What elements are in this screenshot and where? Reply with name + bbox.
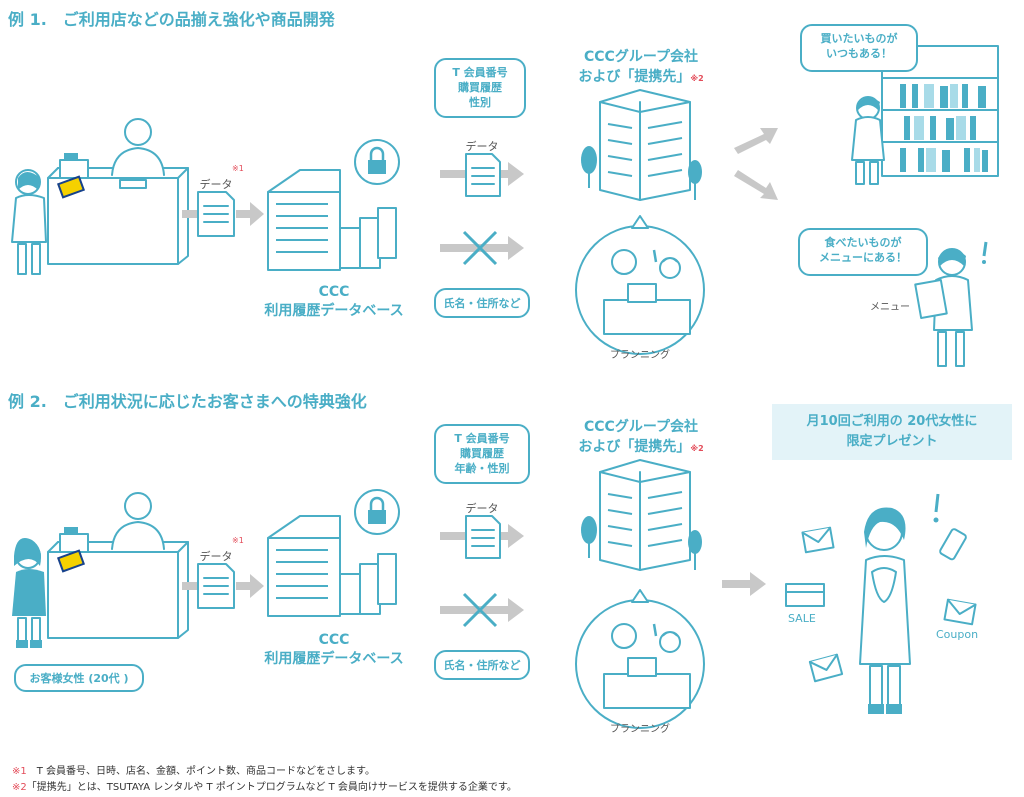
- planning-label-1: プランニング: [610, 350, 670, 361]
- planning-scene-2: [575, 589, 705, 729]
- database-label-1: CCC 利用履歴データベース: [244, 284, 424, 320]
- group-note-mark: ※2: [690, 444, 704, 453]
- speech-line: いつもある！: [826, 47, 892, 60]
- store-counter-scene-1: [11, 118, 189, 275]
- speech-bubble-menu: 食べたいものが メニューにある！: [798, 228, 928, 276]
- present-line: 月10回ご利用の 20代女性に: [806, 414, 978, 429]
- sale-card-icon: [785, 583, 825, 607]
- database-line2: 利用履歴データベース: [264, 303, 404, 319]
- database-server-icon-2: [267, 489, 400, 617]
- document-icon-4: [465, 515, 501, 559]
- woman-with-menu-icon: [914, 241, 988, 367]
- speech-bubble-bookshelf: 買いたいものが いつもある！: [800, 24, 918, 72]
- envelope-icon-1: [801, 526, 835, 554]
- bubble-line: 性別: [469, 96, 491, 109]
- coupon-label: Coupon: [936, 628, 979, 641]
- footnote-1: ※1 T 会員番号、日時、店名、金額、ポイント数、商品コードなどをさします。: [12, 762, 375, 777]
- footnote-text: T 会員番号、日時、店名、金額、ポイント数、商品コードなどをさします。: [26, 766, 376, 777]
- data-note-mark-1: ※1: [232, 164, 244, 173]
- footnote-2: ※2「提携先」とは、TSUTAYA レンタルや T ポイントプログラムなど T …: [12, 778, 517, 793]
- data-note-mark-3: ※1: [232, 536, 244, 545]
- data-label-2: データ: [465, 140, 499, 153]
- footnote-mark: ※1: [12, 766, 27, 777]
- envelope-icon-3: [808, 653, 844, 683]
- present-banner: 月10回ご利用の 20代女性に 限定プレゼント: [772, 404, 1012, 460]
- store-counter-scene-2: [12, 492, 189, 648]
- database-server-icon-1: [267, 139, 400, 271]
- group-line2: および「提携先」: [578, 439, 691, 455]
- group-line2: および「提携先」: [578, 69, 691, 85]
- group-line1: CCCグループ会社: [584, 419, 698, 435]
- database-line1: CCC: [318, 284, 350, 300]
- planning-label-2: プランニング: [610, 724, 670, 735]
- group-note-mark: ※2: [690, 74, 704, 83]
- data-label-1: データ: [199, 178, 233, 191]
- database-line2: 利用履歴データベース: [264, 651, 404, 667]
- bubble-line: T 会員番号: [452, 66, 508, 79]
- envelope-icon-2: [943, 598, 977, 626]
- group-company-label-1: CCCグループ会社 および「提携先」※2: [556, 46, 726, 86]
- happy-woman-icon: [859, 493, 940, 714]
- data-label-3: データ: [199, 550, 233, 563]
- group-line1: CCCグループ会社: [584, 49, 698, 65]
- data-items-bubble-1: T 会員番号 購買履歴 性別: [434, 58, 526, 118]
- footnote-text: 「提携先」とは、TSUTAYA レンタルや T ポイントプログラムなど T 会員…: [26, 782, 517, 793]
- blocked-data-bubble-2: 氏名・住所など: [434, 650, 530, 680]
- database-line1: CCC: [318, 632, 350, 648]
- group-company-label-2: CCCグループ会社 および「提携先」※2: [556, 416, 726, 456]
- document-icon-1: [197, 191, 235, 237]
- present-line: 限定プレゼント: [846, 434, 938, 449]
- document-icon-2: [465, 153, 501, 197]
- data-items-bubble-2: T 会員番号 購買履歴 年齢・性別: [434, 424, 530, 484]
- database-label-2: CCC 利用履歴データベース: [244, 632, 424, 668]
- bubble-line: 購買履歴: [458, 81, 502, 94]
- bubble-line: 購買履歴: [460, 447, 504, 460]
- menu-label: メニュー: [870, 302, 910, 313]
- document-icon-3: [197, 563, 235, 609]
- blocked-data-bubble-1: 氏名・住所など: [434, 288, 530, 318]
- speech-line: 食べたいものが: [824, 236, 902, 249]
- building-icon-2: [581, 459, 702, 571]
- bubble-line: T 会員番号: [454, 432, 510, 445]
- bubble-line: 年齢・性別: [454, 462, 510, 475]
- planning-scene-1: [575, 215, 705, 355]
- building-icon-1: [581, 89, 702, 201]
- example1-title: 例 1. ご利用店などの品揃え強化や商品開発: [8, 10, 335, 29]
- example2-title: 例 2. ご利用状況に応じたお客さまへの特典強化: [8, 392, 367, 411]
- speech-line: メニューにある！: [819, 251, 907, 264]
- data-label-4: データ: [465, 502, 499, 515]
- phone-icon: [939, 528, 967, 561]
- bookshelf-icon: [851, 45, 999, 185]
- sale-label: SALE: [788, 612, 816, 625]
- speech-line: 買いたいものが: [820, 32, 898, 45]
- footnote-mark: ※2: [12, 782, 27, 793]
- customer-label: お客様女性 (20代 ): [14, 664, 144, 692]
